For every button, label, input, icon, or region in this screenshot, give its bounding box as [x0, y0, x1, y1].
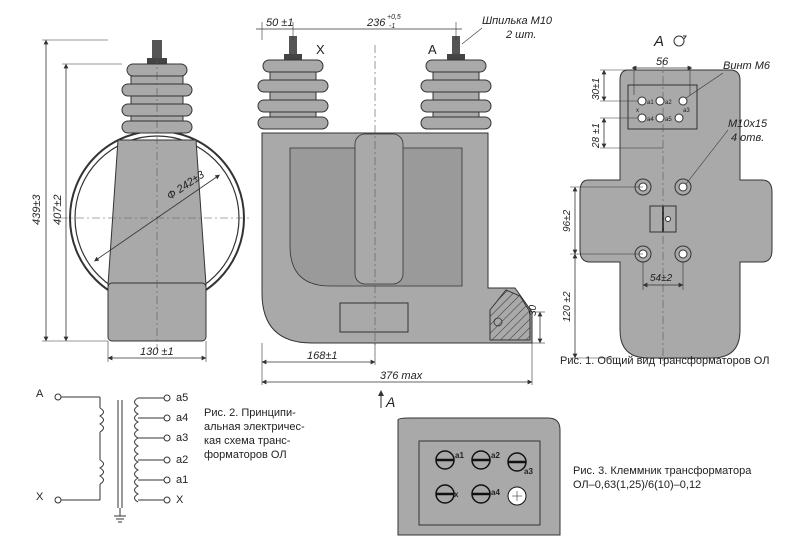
block-label-a1: a1 [455, 451, 464, 460]
terminal-studs [435, 450, 527, 506]
stud-a [452, 36, 460, 56]
dim-body-height: 407±2 [52, 194, 64, 225]
callout-holes: М10х15 [728, 118, 768, 130]
callout-stud: Шпилька М10 [482, 15, 553, 27]
nameplate [339, 302, 409, 333]
front-view: Ф 242±3 439±3 407±2 130 ±1 [31, 39, 250, 362]
core-column [354, 133, 404, 285]
block-label-x: x [454, 490, 459, 499]
view-arrow-label: A [385, 394, 395, 410]
mounting-foot [489, 289, 531, 341]
dim-second-offset: 28 ±1 [591, 123, 602, 149]
dim-span: 236 [366, 17, 386, 29]
caption-fig2-line4: форматоров ОЛ [204, 449, 287, 461]
schematic-terminals [54, 393, 171, 504]
dim-lower-width: 168±1 [307, 350, 338, 362]
dim-hole-vertical: 96±2 [562, 209, 573, 232]
tap-x: X [176, 494, 184, 506]
dim-top-offset: 30±1 [591, 78, 602, 100]
schematic [60, 396, 165, 523]
stud-x [289, 36, 297, 56]
small-terminal-label-a3: a3 [683, 108, 690, 114]
dim-total-height: 439±3 [31, 194, 43, 225]
tap-a1: a1 [176, 474, 188, 486]
caption-fig3-line2: ОЛ–0,63(1,25)/6(10)–0,12 [573, 479, 702, 491]
caption-fig2-line3: кая схема транс- [204, 435, 291, 447]
dim-bottom: 120 ±2 [562, 291, 573, 322]
small-terminal-label-a4: a4 [647, 117, 654, 123]
mounting-holes [634, 178, 692, 263]
dim-overall-width: 376 max [380, 370, 423, 382]
caption-fig3-line1: Рис. 3. Клеммник трансформатора [573, 465, 752, 477]
block-label-a2: a2 [491, 451, 500, 460]
tap-a4: a4 [176, 412, 188, 424]
dim-hole-horizontal: 54±2 [650, 273, 673, 284]
small-terminals [637, 96, 688, 123]
caption-fig1: Рис. 1. Общий вид трансформаторов ОЛ [560, 355, 770, 367]
small-terminal-label-x: x [636, 108, 639, 114]
small-terminal-label-a5: a5 [665, 117, 672, 123]
callout-holes-qty: 4 отв. [731, 132, 764, 144]
block-label-a3: a3 [524, 467, 533, 476]
view-rotation-icon [673, 35, 685, 47]
caption-fig2: Рис. 2. Принципи- альная электричес- кая… [204, 406, 305, 462]
side-insulator-left [257, 59, 329, 130]
callout-screw: Винт М6 [723, 60, 771, 72]
side-view: X A 50 ±1 236 +0,5 -1 Шпилька М10 2 шт. … [256, 14, 553, 410]
terminal-x-label: X [316, 42, 325, 57]
side-insulator-right [420, 59, 492, 130]
terminal-a-label: A [428, 42, 437, 57]
top-terminal-block [627, 84, 698, 130]
dim-foot-height: 30 [528, 304, 539, 316]
terminal-block-figure: a1 a2 a3 x a4 [397, 417, 561, 536]
block-label-a4: a4 [491, 488, 500, 497]
dim-base-width: 130 ±1 [140, 346, 174, 358]
dim-span-upper: +0,5 [387, 14, 401, 21]
small-terminal-label-a2: a2 [665, 100, 672, 106]
callout-stud-qty: 2 шт. [505, 29, 536, 41]
front-stud [152, 40, 162, 60]
dim-block-width: 56 [656, 56, 669, 68]
caption-fig2-line1: Рис. 2. Принципи- [204, 407, 296, 419]
tap-a3: a3 [176, 432, 188, 444]
schematic-label-x: X [36, 491, 44, 503]
dim-left-offset: 50 ±1 [266, 17, 293, 29]
tap-a5: a5 [176, 392, 188, 404]
top-view: A a1 a2 a3 a4 a5 x Винт М6 56 [562, 33, 773, 365]
top-view-label: A [653, 33, 664, 50]
small-terminal-label-a1: a1 [647, 100, 654, 106]
tap-a2: a2 [176, 454, 188, 466]
dim-span-lower: -1 [389, 23, 395, 30]
caption-fig3: Рис. 3. Клеммник трансформатора ОЛ–0,63(… [573, 464, 751, 492]
schematic-label-a: A [36, 388, 44, 400]
caption-fig2-line2: альная электричес- [204, 421, 305, 433]
